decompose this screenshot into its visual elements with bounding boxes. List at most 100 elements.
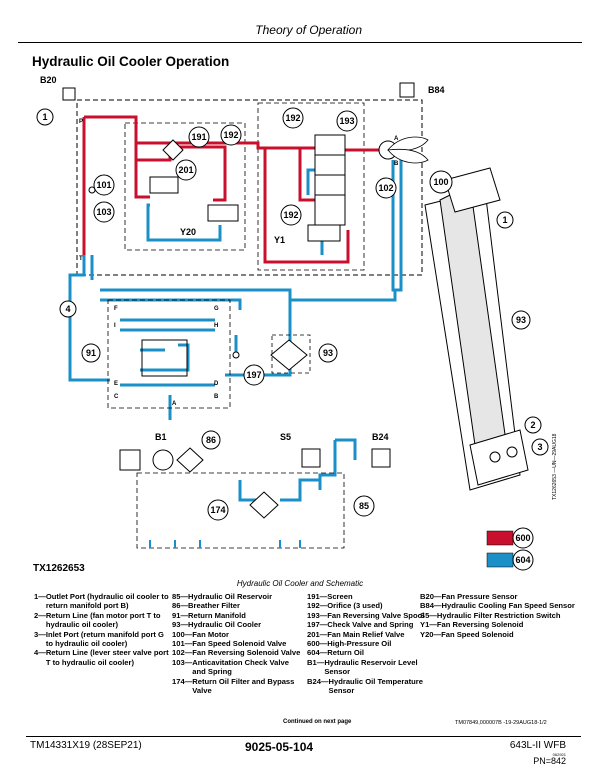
legend-description: Orifice (3 used) bbox=[327, 601, 383, 611]
legend-key: 91— bbox=[172, 610, 189, 620]
svg-text:3: 3 bbox=[537, 442, 542, 452]
legend-description: Anticavitation Check Valve and Spring bbox=[192, 657, 289, 677]
port-labels: P T A B F G I H E D C B A bbox=[79, 119, 399, 407]
legend-key: B1— bbox=[307, 657, 325, 667]
legend-description: Return Line (fan motor port T to hydraul… bbox=[45, 610, 161, 630]
callout-174: 174 bbox=[207, 499, 229, 521]
document-id: TM14331X19 (28SEP21) bbox=[30, 740, 142, 751]
legend-item: S5—Hydraulic Filter Restriction Switch bbox=[420, 611, 585, 620]
reservoir-gauge-symbol bbox=[152, 449, 174, 471]
callout-93: 93 bbox=[318, 343, 338, 363]
legend-key: 102— bbox=[172, 648, 193, 658]
reversing-valve-box bbox=[257, 102, 365, 271]
legend-description: Hydraulic Oil Cooler bbox=[188, 620, 262, 630]
hydraulic-schematic: 1 1 2 3 4 85 86 91 93 93 100 101 102 103… bbox=[36, 75, 549, 571]
legend-item: 101—Fan Speed Solenoid Valve bbox=[172, 639, 304, 648]
svg-text:100: 100 bbox=[433, 177, 448, 187]
key-label-600: 600 bbox=[515, 533, 530, 543]
legend-key: B24— bbox=[307, 676, 329, 686]
svg-text:86: 86 bbox=[206, 435, 216, 445]
svg-text:1: 1 bbox=[502, 215, 507, 225]
header-title: Theory of Operation bbox=[255, 23, 362, 37]
legend-description: Inlet Port (return manifold port G to hy… bbox=[45, 629, 164, 649]
legend-item: 2—Return Line (fan motor port T to hydra… bbox=[34, 611, 169, 630]
cooler-symbol bbox=[270, 339, 308, 371]
small-code: 062921 bbox=[552, 752, 566, 757]
svg-text:91: 91 bbox=[86, 348, 96, 358]
svg-text:P: P bbox=[79, 119, 83, 125]
legend-item: B20—Fan Pressure Sensor bbox=[420, 592, 585, 601]
svg-text:4: 4 bbox=[65, 304, 70, 314]
tm-reference: TM07849,000007B -19-29AUG18-1/2 bbox=[455, 720, 547, 726]
legend-description: Return Line (lever steer valve port T to… bbox=[45, 648, 169, 667]
callout-93-cooler: 93 bbox=[511, 310, 531, 330]
legend-item: 193—Fan Reversing Valve Spool bbox=[307, 611, 427, 620]
page-header: Theory of Operation bbox=[18, 20, 582, 43]
legend-description: Fan Speed Solenoid bbox=[441, 629, 514, 639]
svg-text:C: C bbox=[114, 394, 119, 400]
reversing-spool-symbol bbox=[314, 134, 346, 226]
callout-102: 102 bbox=[375, 177, 397, 199]
svg-text:201: 201 bbox=[178, 165, 193, 175]
svg-text:192: 192 bbox=[283, 210, 298, 220]
svg-text:1: 1 bbox=[42, 112, 47, 122]
legend-item: Y20—Fan Speed Solenoid bbox=[420, 630, 585, 639]
continued-note: Continued on next page bbox=[283, 719, 352, 725]
page-number: 9025-05-104 bbox=[245, 740, 314, 754]
svg-text:192: 192 bbox=[223, 130, 238, 140]
legend-item: 604—Return Oil bbox=[307, 648, 427, 657]
svg-text:A: A bbox=[172, 401, 177, 407]
legend-item: 102—Fan Reversing Solenoid Valve bbox=[172, 648, 304, 657]
legend-description: Hydraulic Oil Reservoir bbox=[188, 592, 273, 601]
legend-key: 192— bbox=[307, 601, 328, 611]
manifold-valve-symbol bbox=[141, 339, 188, 377]
callout-1: 1 bbox=[36, 108, 54, 126]
key-swatch-600 bbox=[486, 530, 514, 546]
s5-switch-symbol bbox=[301, 448, 321, 468]
callout-1-cooler: 1 bbox=[496, 211, 514, 229]
svg-text:85: 85 bbox=[359, 501, 369, 511]
oil-cooler-illustration bbox=[424, 167, 529, 491]
callout-100: 100 bbox=[429, 170, 453, 194]
reservoir-box bbox=[136, 472, 345, 549]
legend-key: B20— bbox=[420, 592, 442, 601]
legend-description: Outlet Port (hydraulic oil cooler to ret… bbox=[45, 592, 169, 611]
callout-2: 2 bbox=[524, 416, 542, 434]
legend-description: Hydraulic Oil Temperature Sensor bbox=[328, 676, 423, 696]
legend-item: Y1—Fan Reversing Solenoid bbox=[420, 620, 585, 629]
svg-text:192: 192 bbox=[285, 113, 300, 123]
fan-speed-valve-box bbox=[124, 122, 246, 251]
y20-solenoid-symbol bbox=[207, 204, 239, 222]
legend-description: Check Valve and Spring bbox=[327, 620, 414, 630]
legend-description: Breather Filter bbox=[188, 601, 240, 611]
legend-key: 101— bbox=[172, 639, 193, 649]
key-swatch-604 bbox=[486, 552, 514, 568]
legend-item: 93—Hydraulic Oil Cooler bbox=[172, 620, 304, 629]
b1-sensor-symbol bbox=[119, 449, 141, 471]
figure-caption: Hydraulic Oil Cooler and Schematic bbox=[236, 579, 364, 588]
callout-4: 4 bbox=[59, 300, 77, 318]
legend-description: Hydraulic Cooling Fan Speed Sensor bbox=[441, 601, 575, 611]
svg-text:193: 193 bbox=[339, 116, 354, 126]
label-b20: B20 bbox=[40, 75, 57, 85]
legend-item: 201—Fan Main Relief Valve bbox=[307, 630, 427, 639]
legend-key: 85— bbox=[172, 592, 189, 601]
svg-text:101: 101 bbox=[96, 180, 111, 190]
label-b24: B24 bbox=[372, 432, 389, 442]
label-y1: Y1 bbox=[274, 235, 285, 245]
legend-key: 600— bbox=[307, 639, 328, 649]
legend-item: 91—Return Manifold bbox=[172, 611, 304, 620]
check-valve-197 bbox=[232, 351, 240, 359]
legend-key: B84— bbox=[420, 601, 442, 611]
legend-item: 3—Inlet Port (return manifold port G to … bbox=[34, 630, 169, 649]
legend-item: B1—Hydraulic Reservoir Level Sensor bbox=[307, 658, 427, 677]
legend-description: Fan Reversing Solenoid Valve bbox=[192, 648, 301, 658]
b84-sensor-symbol bbox=[399, 82, 415, 98]
svg-text:B: B bbox=[214, 394, 219, 400]
svg-text:F: F bbox=[114, 306, 118, 312]
svg-text:174: 174 bbox=[210, 505, 225, 515]
svg-text:D: D bbox=[214, 381, 219, 387]
legend-item: B24—Hydraulic Oil Temperature Sensor bbox=[307, 677, 427, 696]
callout-91: 91 bbox=[81, 343, 101, 363]
